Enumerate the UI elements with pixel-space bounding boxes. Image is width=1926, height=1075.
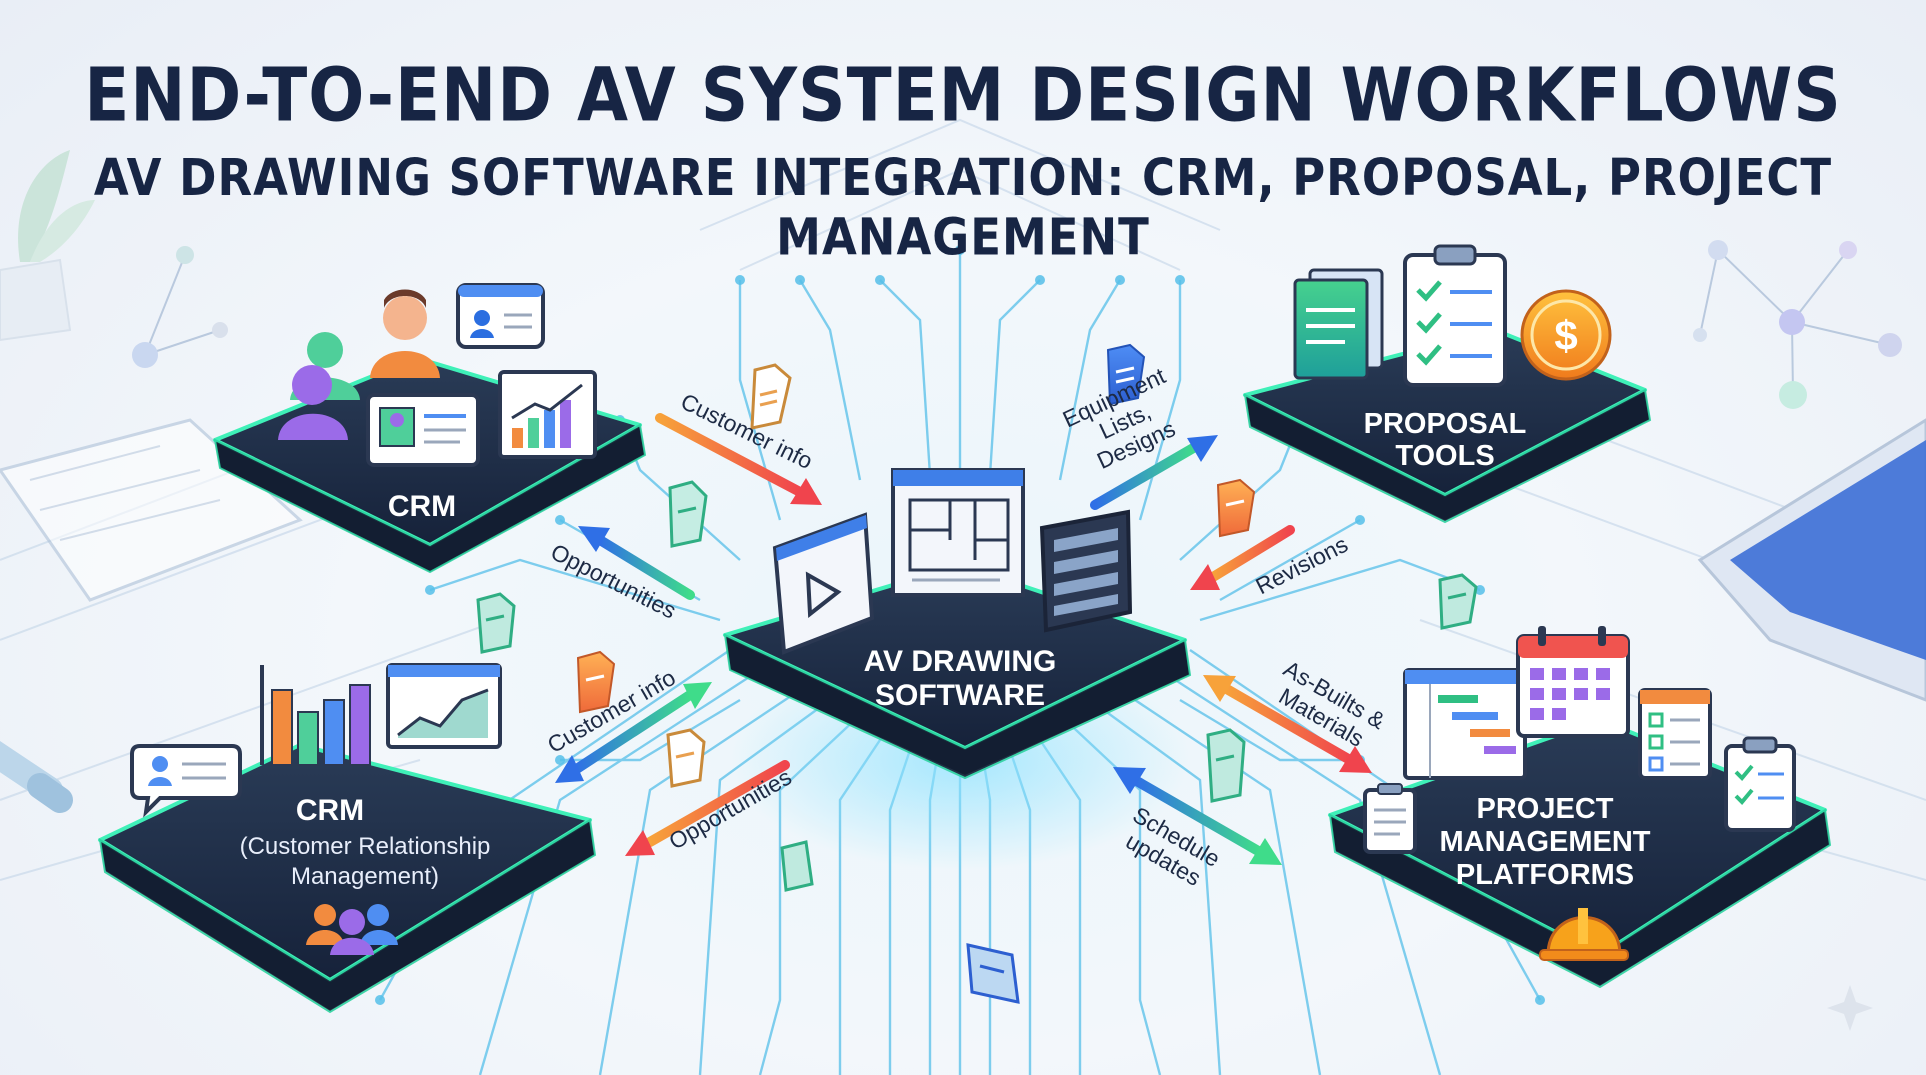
user-group-icon	[278, 332, 360, 440]
plant-decoration	[0, 150, 95, 342]
arrow-revisions	[1190, 525, 1295, 590]
document-icon	[666, 728, 706, 788]
project-label-line1: PROJECT	[1476, 793, 1614, 825]
crm-bottom-sublabel: (Customer Relationship Management)	[215, 832, 515, 892]
proposal-label: PROPOSAL TOOLS	[1330, 408, 1560, 472]
equipment-rack-icon	[1039, 509, 1133, 633]
line-chart-window-icon	[386, 663, 502, 749]
document-icon	[668, 480, 708, 548]
arrow-equipment	[1090, 435, 1218, 510]
document-stack-icon	[1293, 268, 1384, 380]
document-icon	[1206, 728, 1246, 803]
crm-bottom-label: CRM	[295, 794, 365, 827]
small-clipboard-icon	[1363, 783, 1417, 854]
arrow-customer-info-top	[655, 413, 822, 505]
subtitle: AV DRAWING SOFTWARE INTEGRATION: CRM, PR…	[93, 148, 1833, 267]
document-icon	[750, 363, 792, 430]
document-icon	[1216, 478, 1256, 538]
document-icon	[1106, 343, 1146, 406]
arrow-opportunities-bottom	[625, 760, 790, 856]
task-checklist-icon	[1638, 688, 1712, 780]
document-icon	[576, 650, 616, 714]
center-label-line1: AV DRAWING	[863, 645, 1057, 678]
team-icon	[306, 904, 398, 955]
platform-crm-bottom[interactable]	[98, 743, 597, 1014]
arrow-customer-info-bottom	[555, 682, 712, 783]
document-icon	[966, 943, 1020, 1004]
crm-top-label: CRM	[387, 490, 457, 523]
growth-chart-icon	[498, 370, 597, 459]
tablet-right	[1697, 418, 1926, 702]
person-avatar-icon	[370, 289, 440, 378]
proposal-label-line2: TOOLS	[1395, 440, 1495, 472]
crm-sub-line2: Management)	[290, 863, 440, 890]
document-icon	[476, 592, 516, 654]
sparkle-icon	[1827, 985, 1873, 1031]
pen-decoration	[0, 741, 73, 813]
dollar-coin-icon	[1520, 289, 1612, 381]
dollar-sign: $	[1554, 312, 1578, 359]
proposal-label-line1: PROPOSAL	[1363, 408, 1527, 440]
floor-plan-window-icon	[891, 468, 1025, 597]
checklist-clipboard-icon	[1403, 244, 1507, 387]
gantt-chart-icon	[1403, 668, 1527, 780]
document-icon	[780, 840, 814, 892]
project-label-line2: MANAGEMENT	[1439, 826, 1651, 858]
document-icon	[1438, 573, 1478, 630]
contact-card-icon	[456, 283, 545, 349]
clipboard-icon	[1724, 736, 1796, 832]
network-decoration-right	[1693, 240, 1902, 409]
crm-sub-line1: (Customer Relationship	[239, 833, 491, 860]
profile-card-icon	[366, 393, 480, 467]
arrow-opportunities-top	[578, 526, 695, 600]
arrow-as-builts	[1203, 675, 1372, 773]
network-decoration-left	[132, 246, 228, 368]
hard-hat-icon	[1539, 908, 1629, 961]
arrow-schedule	[1113, 767, 1282, 865]
project-label: PROJECT MANAGEMENT PLATFORMS	[1400, 793, 1690, 892]
center-node-label: AV DRAWING SOFTWARE	[830, 645, 1090, 713]
chat-profile-icon	[130, 744, 242, 818]
bar-chart-icon	[260, 665, 371, 766]
main-title: END-TO-END AV SYSTEM DESIGN WORKFLOWS	[84, 52, 1842, 139]
project-label-line3: PLATFORMS	[1455, 859, 1635, 891]
calendar-icon	[1516, 626, 1630, 738]
video-window-icon	[772, 512, 875, 655]
center-label-line2: SOFTWARE	[875, 679, 1045, 712]
